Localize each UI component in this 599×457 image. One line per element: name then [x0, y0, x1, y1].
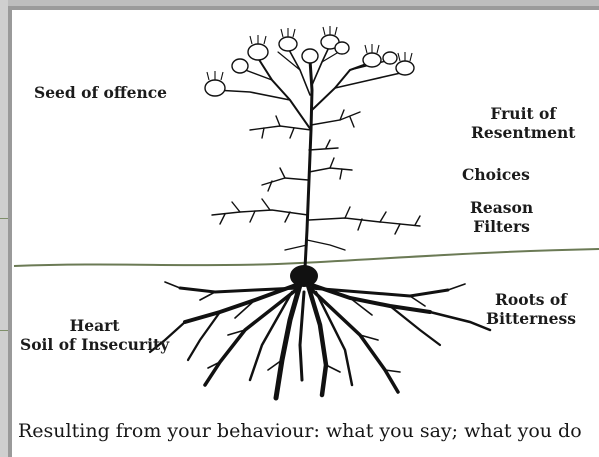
label-seed-of-offence: Seed of offence: [34, 83, 168, 102]
label-heart: Heart: [69, 316, 120, 335]
label-choices: Choices: [462, 165, 530, 184]
label-reason-filters: Reason Filters: [470, 198, 533, 237]
left-panel-mark: [0, 218, 8, 219]
label-heart-soil: Heart Soil of Insecurity: [20, 316, 169, 355]
diagram-card: [8, 6, 599, 457]
label-fruit-line2: Resentment: [471, 123, 576, 143]
label-fruit-of-resentment: Fruit of Resentment: [471, 104, 575, 143]
label-filters: Filters: [473, 217, 530, 237]
flower-florets: [206, 26, 413, 81]
left-panel-mark: [0, 330, 8, 331]
left-panel-edge: [0, 0, 8, 457]
label-roots-line2: Bitterness: [486, 309, 576, 329]
diagram-caption: Resulting from your behaviour: what you …: [18, 420, 582, 442]
label-fruit-line1: Fruit of: [490, 104, 557, 123]
ground-line: [13, 248, 599, 267]
label-soil-of-insecurity: Soil of Insecurity: [20, 335, 170, 355]
thistle-stem: [214, 44, 406, 270]
label-roots-line1: Roots of: [495, 290, 567, 309]
thistle-leaves: [211, 109, 421, 251]
label-roots-of-bitterness: Roots of Bitterness: [486, 290, 576, 329]
thistle-roots: [148, 265, 492, 401]
label-reason: Reason: [470, 198, 534, 217]
